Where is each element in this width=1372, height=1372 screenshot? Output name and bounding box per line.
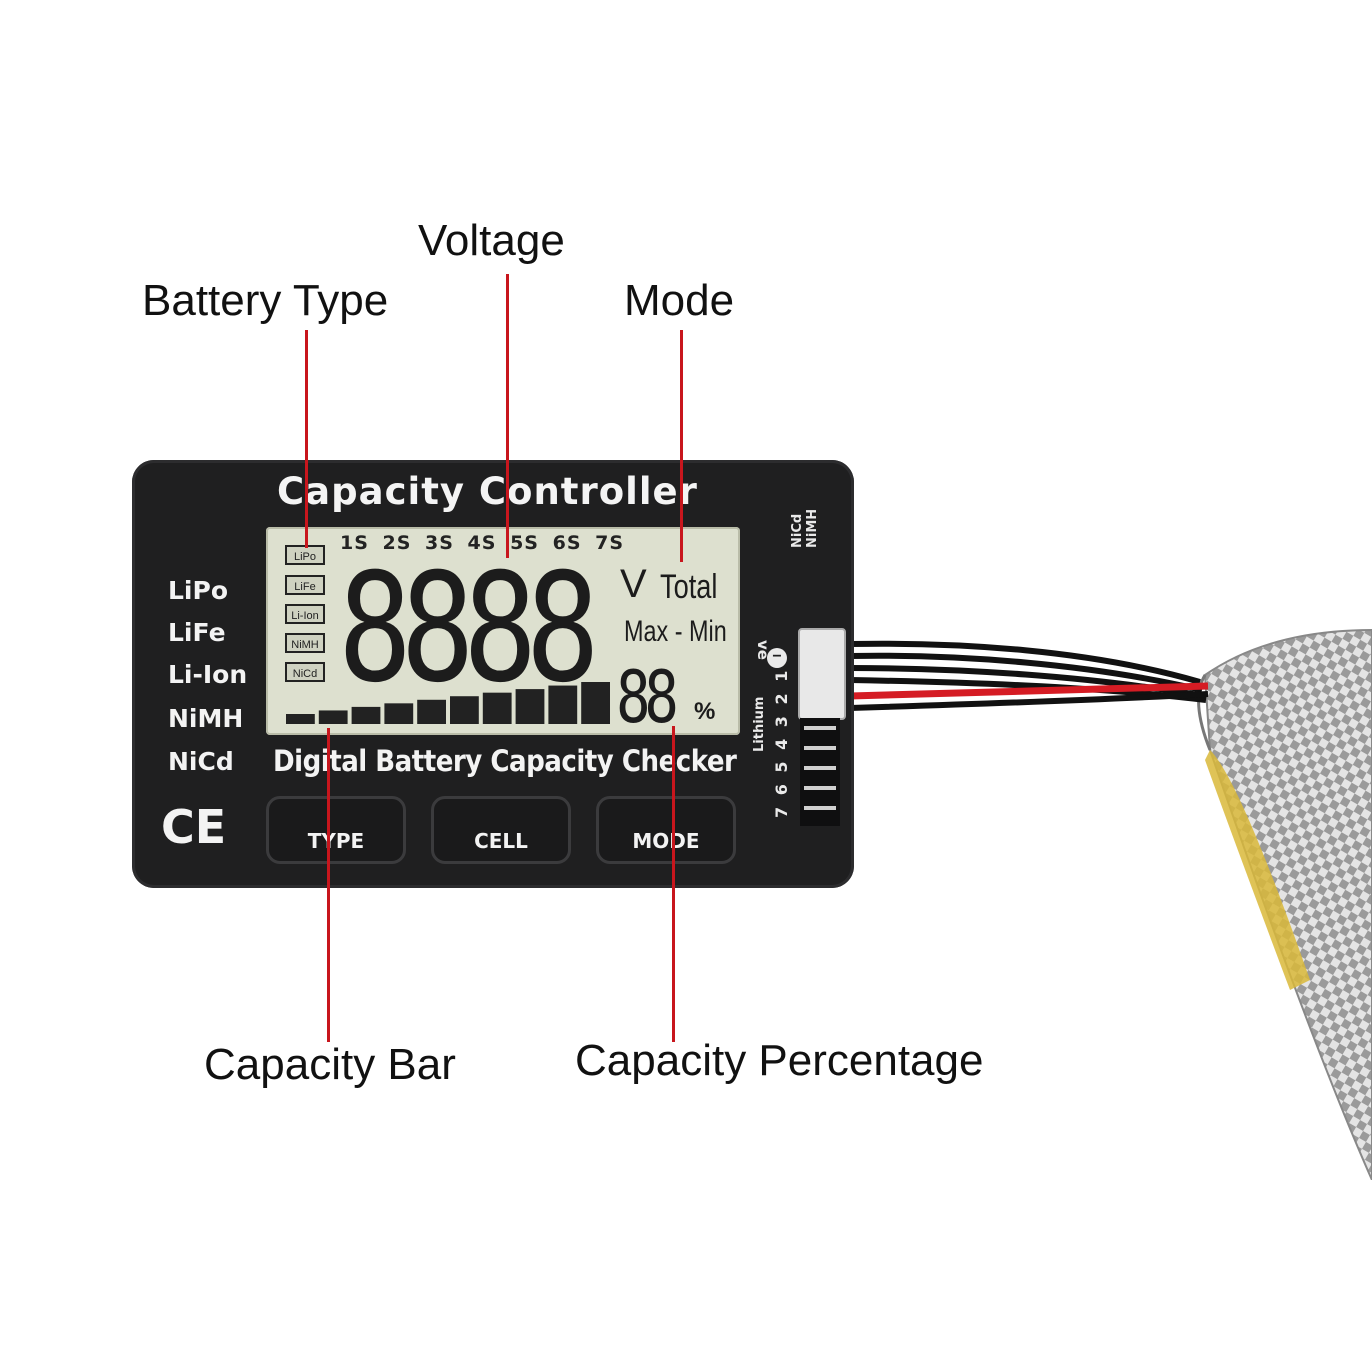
lcd-capacity-bar: [286, 682, 610, 724]
type-button[interactable]: TYPE: [266, 796, 406, 864]
device-title: Capacity Controller: [277, 470, 698, 513]
port-label-pins: 7 6 5 4 3 2 1: [772, 667, 791, 818]
cell-button[interactable]: CELL: [431, 796, 571, 864]
lcd-percent-sign: %: [694, 698, 716, 725]
lcd-total-label: Total: [660, 568, 718, 606]
type-label-lipo: LiPo: [168, 576, 228, 605]
balance-wires: [849, 640, 1209, 711]
lcd-maxmin-label: Max - Min: [624, 615, 727, 648]
capacity-bar-segment: [581, 682, 610, 724]
device-subtitle: Digital Battery Capacity Checker: [273, 744, 737, 778]
callout-capacity-percentage: Capacity Percentage: [575, 1036, 984, 1085]
port-label-lithium: Lithium: [752, 696, 767, 752]
leader-capacity-bar: [327, 728, 330, 1042]
lcd-tag-nimh: NiMH: [285, 633, 325, 653]
capacity-bar-segment: [384, 703, 414, 724]
pin-header: [800, 718, 840, 826]
type-label-nimh: NiMH: [168, 704, 244, 733]
leader-battery-type: [305, 330, 308, 548]
capacity-bar-segment: [450, 696, 479, 724]
type-label-li-ion: Li-Ion: [168, 660, 248, 689]
type-label-nicd: NiCd: [168, 747, 234, 776]
port-label-nimh: NiMH: [805, 508, 820, 548]
capacity-bar-segment: [417, 699, 446, 724]
balance-connector: [798, 628, 846, 720]
leader-capacity-percentage: [672, 726, 675, 1042]
lcd-tag-nicd: NiCd: [285, 662, 325, 682]
lcd-tag-lipo: LiPo: [285, 545, 325, 565]
capacity-bar-segment: [286, 714, 315, 724]
capacity-bar-segment: [482, 692, 512, 724]
callout-capacity-bar: Capacity Bar: [204, 1040, 456, 1089]
callout-battery-type: Battery Type: [142, 276, 389, 325]
capacity-bar-segment: [515, 689, 545, 724]
ce-mark: CE: [161, 800, 227, 854]
battery-pack-image: [1197, 628, 1372, 1180]
leader-mode: [680, 330, 683, 562]
callout-voltage: Voltage: [418, 216, 565, 265]
lcd-tag-life: LiFe: [285, 575, 325, 595]
port-label-nicd: NiCd: [790, 513, 805, 548]
type-label-life: LiFe: [168, 618, 226, 647]
capacity-bar-segment: [318, 710, 348, 724]
port-label-nicd-nimh: NiCd NiMH: [790, 509, 820, 548]
lcd-cell-count: 1S 2S 3S 4S 5S 6S 7S: [340, 532, 625, 554]
capacity-bar-segment: [351, 706, 381, 724]
lcd-volt-unit: V: [620, 562, 647, 606]
mode-button[interactable]: MODE: [596, 796, 736, 864]
lcd-tag-li-ion: Li-Ion: [285, 604, 325, 624]
callout-mode: Mode: [624, 276, 735, 325]
leader-voltage: [506, 274, 509, 558]
minus-icon: −: [767, 648, 787, 668]
capacity-bar-segment: [548, 685, 578, 724]
lcd-percent-digits: 88: [616, 655, 679, 739]
